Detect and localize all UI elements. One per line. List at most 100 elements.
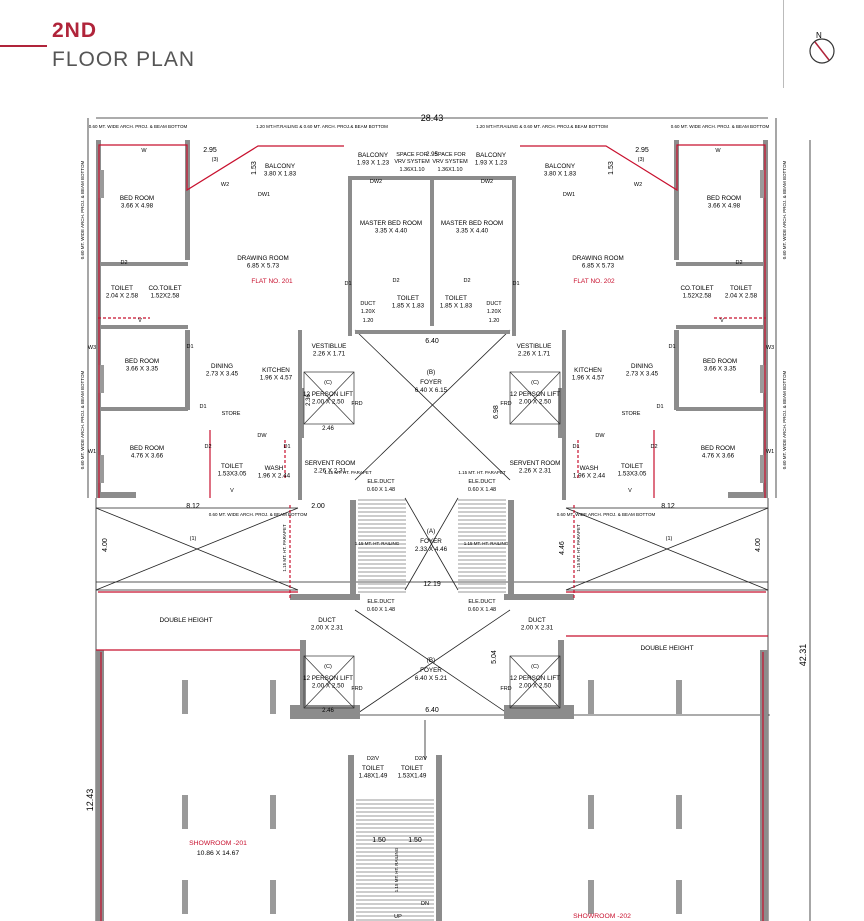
room-name: TOILET	[221, 463, 243, 470]
room-name: BED ROOM	[707, 195, 741, 202]
dim-640-bottom: 6.40	[425, 707, 439, 714]
room-name: CO.TOILET	[148, 285, 181, 292]
plan-mark: D2	[392, 278, 399, 284]
dim-236: 2.36	[306, 394, 312, 406]
plan-mark: 0.60 X 1.48	[367, 487, 395, 493]
plan-mark: D1	[572, 444, 579, 450]
plan-mark: 1.20	[363, 318, 374, 324]
plan-mark: DW1	[258, 192, 270, 198]
plan-mark: D1	[656, 404, 663, 410]
lift-shafts	[303, 371, 561, 709]
dim-depth-right: 4.00	[755, 538, 762, 552]
foyer-size: 6.40 X 5.21	[415, 675, 448, 682]
room-size: 3.66 X 4.98	[708, 203, 741, 210]
room-name: TOILET	[401, 765, 423, 772]
plan-mark: ELE.DUCT	[468, 479, 496, 485]
room-name: WASH	[580, 465, 599, 472]
room-size: 2.00 X 2.31	[521, 625, 554, 632]
plan-mark: DW1	[563, 192, 575, 198]
plan-mark: D1	[283, 444, 290, 450]
columns	[98, 170, 766, 914]
room-size: 6.85 X 5.73	[582, 263, 615, 270]
plan-mark: D2	[650, 444, 657, 450]
plan-mark: (3)	[638, 157, 645, 163]
room-size: 2.26 X 1.71	[313, 351, 346, 358]
plan-mark: D2	[463, 278, 470, 284]
room-size: 2.00 X 2.31	[311, 625, 344, 632]
room-size: 2.73 X 3.45	[626, 371, 659, 378]
note-parapet-right: 1.15 MT. HT. PARAPET	[458, 470, 505, 475]
header-accent-line	[0, 45, 47, 47]
note-parapet-left: 1.15 MT. HT. PARAPET	[324, 470, 371, 475]
note-parapet-mid-left: 1.15 MT. HT. PARAPET	[282, 524, 287, 571]
plan-mark: FRD	[500, 401, 511, 407]
note-projection-right: 0.60 MT. WIDE ARCH. PROJ. & BEAM BOTTOM	[671, 124, 770, 129]
room-size: 1.93 X 1.23	[475, 160, 508, 167]
dim-446: 4.46	[559, 541, 566, 555]
room-name: MASTER BED ROOM	[441, 220, 503, 227]
plan-mark: (C)	[324, 664, 332, 670]
plan-mark: D1	[344, 281, 351, 287]
plan-mark: (1)	[190, 536, 197, 542]
plan-mark: D2	[204, 444, 211, 450]
room-size: 3.66 X 3.35	[126, 366, 159, 373]
note-projection-mid-right: 0.60 MT. WIDE ARCH. PROJ. & BEAM BOTTOM	[557, 512, 656, 517]
room-name: DUCT	[318, 617, 336, 624]
room-size: 2.26 X 2.31	[519, 468, 552, 475]
dim-150-b: 1.50	[408, 837, 422, 844]
header-divider	[783, 0, 784, 88]
note-side-right-2: 0.60 MT. WIDE ARCH. PROJ. & BEAM BOTTOM	[782, 371, 787, 470]
foyer-name: FOYER	[420, 667, 442, 674]
room-name: BED ROOM	[701, 445, 735, 452]
foyer-name: FOYER	[420, 379, 442, 386]
plan-mark: 0.60 X 1.48	[367, 607, 395, 613]
room-name: DUCT	[528, 617, 546, 624]
plan-mark: 1.20	[489, 318, 500, 324]
note-railing-lower-stair: 1.15 MT. HT. RAILING	[394, 847, 399, 892]
plan-mark: ELE.DUCT	[367, 479, 395, 485]
zone-label: DOUBLE HEIGHT	[159, 617, 212, 624]
plan-mark: SPACE FOR	[434, 152, 465, 158]
dim-812-left: 8.12	[186, 503, 200, 510]
plan-mark: FRD	[351, 401, 362, 407]
room-name: TOILET	[111, 285, 133, 292]
room-size: 1.85 X 1.83	[440, 303, 473, 310]
north-label: N	[816, 31, 822, 40]
plan-mark: 0.60 X 1.48	[468, 607, 496, 613]
plan-mark: ELE.DUCT	[468, 599, 496, 605]
dim-150: 1.50	[372, 837, 386, 844]
plan-mark: W3	[88, 345, 96, 351]
room-size: 2.26 X 2.31	[314, 468, 347, 475]
room-size: 2.00 X 2.50	[519, 683, 552, 690]
room-name: DRAWING ROOM	[237, 255, 289, 262]
plan-mark: D1	[199, 404, 206, 410]
plan-mark: D2/V	[367, 756, 380, 762]
foyer-name: FOYER	[420, 538, 442, 545]
room-size: 1.52X2.58	[151, 293, 180, 300]
room-name: BALCONY	[358, 152, 389, 159]
room-size: 1.96 X 2.44	[258, 473, 291, 480]
dim-overall-width: 28.43	[421, 113, 444, 123]
room-size: 3.80 X 1.83	[264, 171, 297, 178]
room-name: BALCONY	[545, 163, 576, 170]
dim-153-left: 1.53	[251, 161, 258, 175]
plan-mark: STORE	[222, 411, 241, 417]
room-name: VESTIBLUE	[312, 343, 347, 350]
plan-mark: DW	[595, 433, 605, 439]
plan-mark: D1	[668, 344, 675, 350]
room-size: 1.48X1.49	[359, 773, 388, 780]
plan-mark: (C)	[531, 664, 539, 670]
room-name: KITCHEN	[574, 367, 602, 374]
plan-mark: W2	[221, 182, 229, 188]
note-railing-right: 1.20 MT.HT.RAILING & 0.60 MT. ARCH. PROJ…	[476, 124, 608, 129]
room-name: SERVENT ROOM	[510, 460, 561, 467]
plan-mark: V	[720, 318, 724, 324]
room-name: SERVENT ROOM	[305, 460, 356, 467]
plan-mark: (C)	[324, 380, 332, 386]
dim-depth-left: 4.00	[102, 538, 109, 552]
room-size: 4.76 X 3.66	[131, 453, 164, 460]
room-size: 1.96 X 4.57	[572, 375, 605, 382]
dim-812-right: 8.12	[661, 503, 675, 510]
